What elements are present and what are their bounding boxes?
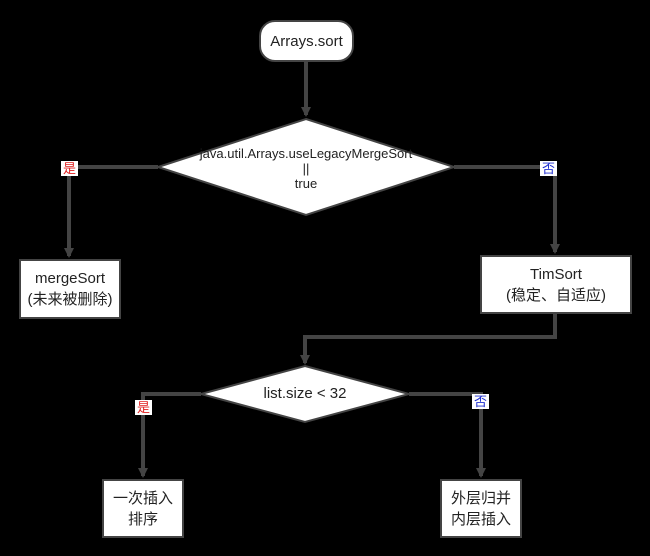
legacy-yes-label: 是 (61, 161, 79, 176)
insertion-sort-line-2: 排序 (127, 510, 158, 528)
legacy-check-line-2: || (302, 160, 310, 176)
mergesort-line-1: mergeSort (34, 270, 106, 287)
edge-legacy-no-to-timsort (454, 165, 560, 254)
mergesort-line-2: (未来被删除) (27, 291, 113, 308)
size-check-label: list.size < 32 (263, 385, 347, 402)
size-no-label: 否 (472, 394, 490, 409)
timsort-line-2: (稳定、自适应) (506, 286, 606, 304)
start-node: Arrays.sort (259, 20, 354, 62)
timsort-node: TimSort (稳定、自适应) (480, 255, 632, 314)
merge-inner-insert-line-1: 外层归并 (450, 489, 511, 507)
merge-inner-insert-node: 外层归并 内层插入 (440, 479, 522, 538)
edge-size-yes-to-insertion-sort (138, 392, 201, 478)
edge-timsort-to-size-check (300, 314, 557, 365)
legacy-check-label: java.util.Arrays.useLegacyMergeSort || t… (176, 145, 436, 191)
legacy-no-label: 否 (540, 161, 558, 176)
legacy-check-diamond (154, 117, 458, 217)
start-node-label: Arrays.sort (270, 32, 343, 50)
edge-size-no-to-merge-insert (409, 392, 486, 478)
legacy-check-line-3: true (294, 175, 318, 191)
insertion-sort-line-1: 一次插入 (112, 489, 173, 507)
insertion-sort-node: 一次插入 排序 (102, 479, 184, 538)
legacy-check-line-1: java.util.Arrays.useLegacyMergeSort (199, 145, 413, 161)
timsort-line-1: TimSort (530, 265, 582, 283)
size-check-diamond (197, 364, 413, 424)
mergesort-node: mergeSort (未来被删除) (19, 259, 121, 319)
merge-inner-insert-line-2: 内层插入 (450, 510, 511, 528)
size-yes-label: 是 (135, 400, 153, 415)
edge-legacy-yes-to-mergesort (64, 165, 158, 258)
